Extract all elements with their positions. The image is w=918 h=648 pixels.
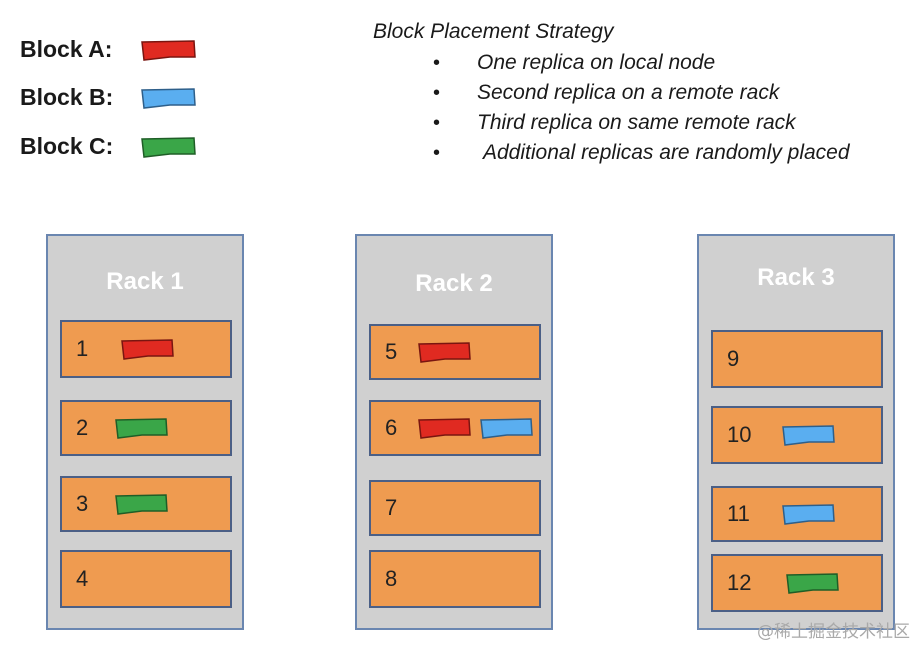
block-c-replica xyxy=(115,494,168,515)
legend-label-b: Block B: xyxy=(20,84,114,110)
block-b-replica xyxy=(782,425,835,446)
strategy-list: •One replica on local node •Second repli… xyxy=(373,48,850,168)
legend-block-a: Block A: xyxy=(20,36,196,63)
strategy-item: •Third replica on same remote rack xyxy=(373,108,796,138)
node-number: 1 xyxy=(76,336,89,361)
node-3: 3 xyxy=(60,476,232,532)
strategy-title: Block Placement Strategy xyxy=(373,20,614,43)
node-7: 7 xyxy=(369,480,541,536)
node-number: 12 xyxy=(727,570,752,595)
node-5: 5 xyxy=(369,324,541,380)
node-number: 7 xyxy=(385,495,398,520)
node-number: 5 xyxy=(385,339,398,364)
block-a-replica xyxy=(121,339,174,360)
bullet-icon: • xyxy=(433,82,441,104)
rack-title: Rack 3 xyxy=(757,264,835,291)
block-b-replica xyxy=(480,418,533,439)
node-number: 11 xyxy=(727,501,750,526)
bullet-icon: • xyxy=(433,112,441,134)
node-9: 9 xyxy=(711,330,883,388)
legend-label-a: Block A: xyxy=(20,36,113,62)
rack-3: Rack 3 9 10 11 12 xyxy=(697,234,895,630)
placement-strategy: Block Placement Strategy •One replica on… xyxy=(373,20,850,168)
node-number: 6 xyxy=(385,415,398,440)
node-8: 8 xyxy=(369,550,541,608)
node-number: 8 xyxy=(385,566,398,591)
node-number: 10 xyxy=(727,422,752,447)
legend-label-c: Block C: xyxy=(20,133,114,159)
block-c-swatch-icon xyxy=(141,136,196,158)
block-b-swatch-icon xyxy=(141,87,196,109)
block-a-swatch-icon xyxy=(141,39,196,61)
legend-block-b: Block B: xyxy=(20,84,196,111)
node-11: 11 xyxy=(711,486,883,542)
strategy-item: •Second replica on a remote rack xyxy=(373,78,779,108)
strategy-item: •One replica on local node xyxy=(373,48,715,78)
bullet-icon: • xyxy=(433,52,441,74)
watermark: @稀土掘金技术社区 xyxy=(757,622,910,642)
rack-2: Rack 2 5 6 7 8 xyxy=(355,234,553,630)
node-10: 10 xyxy=(711,406,883,464)
rack-1: Rack 1 1 2 3 4 xyxy=(46,234,244,630)
node-2: 2 xyxy=(60,400,232,456)
node-1: 1 xyxy=(60,320,232,378)
block-c-replica xyxy=(786,573,839,594)
block-c-replica xyxy=(115,418,168,439)
bullet-icon: • xyxy=(433,142,441,164)
block-a-replica xyxy=(418,418,471,439)
legend-block-c: Block C: xyxy=(20,133,196,160)
rack-title: Rack 1 xyxy=(106,268,184,295)
block-a-replica xyxy=(418,342,471,363)
block-b-replica xyxy=(782,504,835,525)
rack-title: Rack 2 xyxy=(415,270,493,297)
strategy-item: •Additional replicas are randomly placed xyxy=(373,138,850,168)
node-number: 4 xyxy=(76,566,89,591)
node-6: 6 xyxy=(369,400,541,456)
node-number: 9 xyxy=(727,346,740,371)
node-number: 2 xyxy=(76,415,89,440)
node-12: 12 xyxy=(711,554,883,612)
node-4: 4 xyxy=(60,550,232,608)
node-number: 3 xyxy=(76,491,89,516)
